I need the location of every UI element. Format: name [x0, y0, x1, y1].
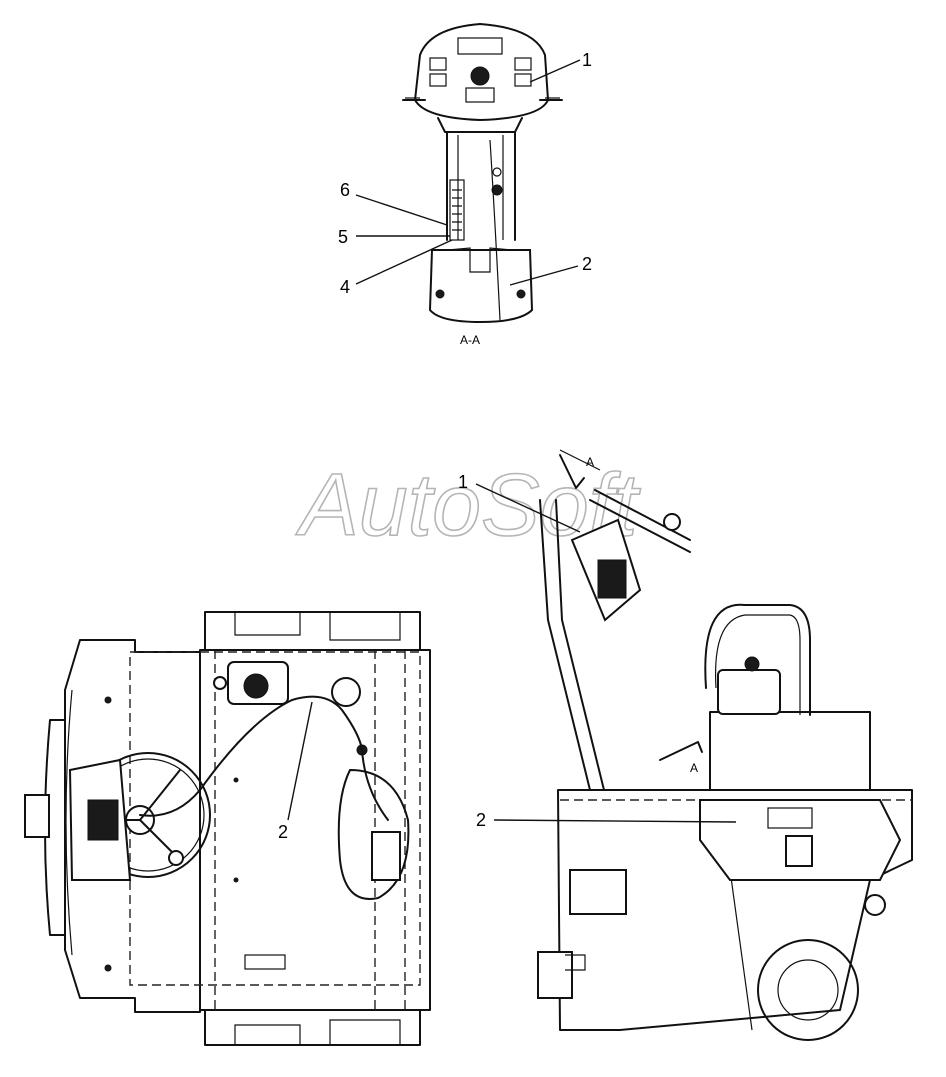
- callout-5: 5: [338, 227, 348, 247]
- leader-line-1-side: [475, 483, 581, 533]
- callout-1-section: 1: [582, 50, 592, 70]
- callout-1-side: 1: [458, 472, 468, 492]
- section-view-callouts: 1 6 5 4 2 A-A: [338, 50, 592, 347]
- leader-line-2-side: [493, 819, 737, 823]
- section-caption: A-A: [460, 333, 480, 347]
- leader-line-6: [355, 194, 448, 226]
- callout-2-section: 2: [582, 254, 592, 274]
- section-view-a-a: [402, 22, 563, 324]
- top-view-callouts: 2: [278, 701, 313, 842]
- leader-line-4: [355, 239, 453, 285]
- leader-line-2-section: [509, 265, 579, 286]
- section-marker-top: A: [586, 455, 594, 469]
- top-view: [24, 611, 431, 1046]
- side-view: [537, 449, 913, 1041]
- callout-2-side: 2: [476, 810, 486, 830]
- leader-line-1: [529, 59, 581, 83]
- section-marker-bottom: A: [690, 761, 698, 775]
- side-view-callouts: A A 1 2: [458, 455, 737, 830]
- callout-2-top: 2: [278, 822, 288, 842]
- leader-line-2-top: [287, 701, 313, 821]
- callout-4: 4: [340, 277, 350, 297]
- callout-6: 6: [340, 180, 350, 200]
